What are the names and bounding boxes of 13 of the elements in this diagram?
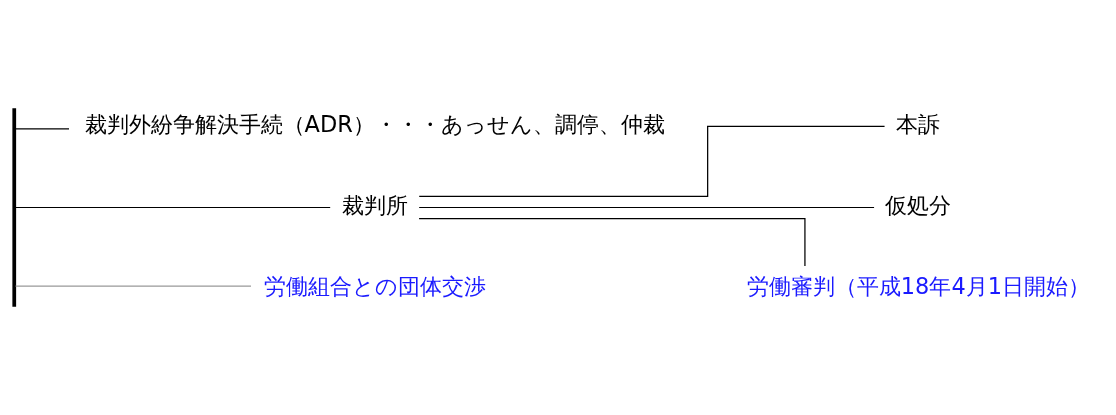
connector xyxy=(418,218,806,267)
node-text: 裁判外紛争解決手続（ADR）・・・あっせん、調停、仲裁 xyxy=(84,110,665,137)
node-text: 労働組合との団体交渉 xyxy=(263,273,486,300)
connector xyxy=(14,128,70,130)
connector xyxy=(14,206,331,209)
node-bar xyxy=(12,108,17,307)
connector xyxy=(418,206,875,209)
connector xyxy=(418,125,886,197)
node-text: 労働審判（平成18年4月1日開始） xyxy=(746,273,1090,300)
node-text: 本訴 xyxy=(896,110,941,137)
connector xyxy=(14,285,252,287)
node-text: 裁判所 xyxy=(341,191,408,218)
node-text: 仮処分 xyxy=(885,191,952,218)
